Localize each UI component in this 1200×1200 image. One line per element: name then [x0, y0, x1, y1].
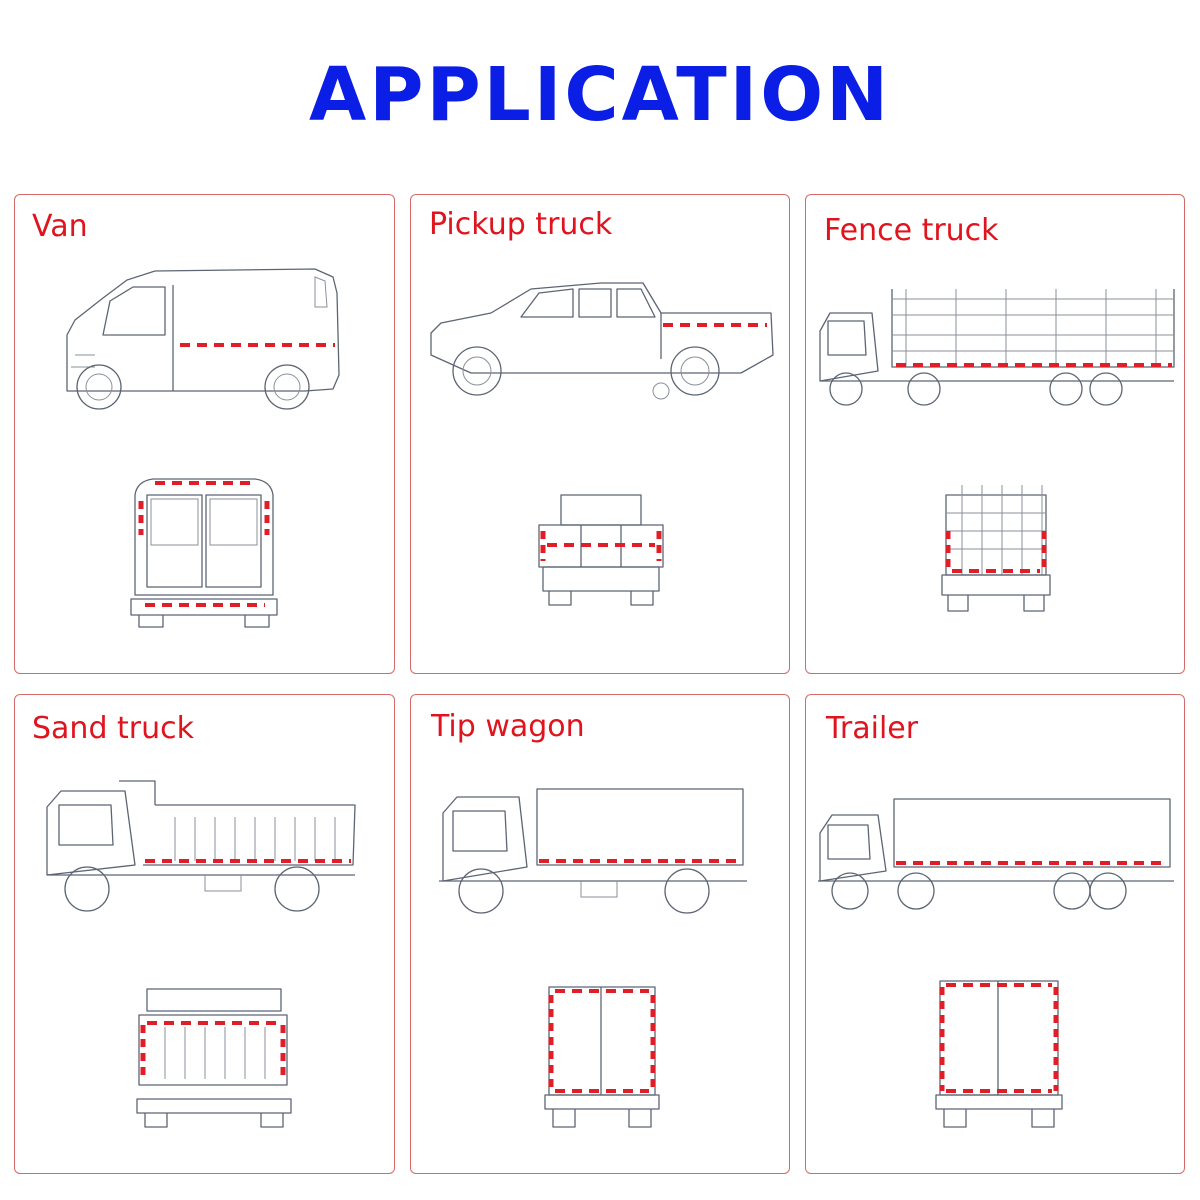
card-tip-wagon: Tip wagon: [410, 694, 790, 1174]
fence-truck-rear-view: [941, 485, 1051, 612]
card-label-tip-wagon: Tip wagon: [431, 709, 585, 744]
sand-truck-icon: [46, 780, 356, 1128]
tip-wagon-rear-view: [544, 986, 660, 1128]
trailer-side-view: [818, 798, 1174, 910]
trailer-icon: [818, 798, 1174, 1128]
page-title: APPLICATION: [308, 52, 892, 138]
tip-wagon-icon: [439, 788, 747, 1128]
van-rear-view: [130, 478, 278, 628]
fence-truck-side-view: [819, 289, 1175, 406]
card-pickup-truck: Pickup truck: [410, 194, 790, 674]
fence-truck-icon: [819, 289, 1175, 612]
pickup-truck-icon: [430, 282, 774, 606]
sand-truck-side-view: [46, 780, 356, 912]
card-trailer: Trailer: [805, 694, 1185, 1174]
pickup-rear-view: [538, 494, 664, 606]
pickup-side-view: [430, 282, 774, 400]
trailer-rear-view: [935, 980, 1063, 1128]
van-side-view: [66, 268, 340, 410]
tip-wagon-side-view: [439, 788, 747, 914]
card-label-trailer: Trailer: [826, 711, 919, 746]
sand-truck-rear-view: [136, 988, 292, 1128]
card-fence-truck: Fence truck: [805, 194, 1185, 674]
card-label-sand-truck: Sand truck: [32, 711, 194, 746]
card-sand-truck: Sand truck: [14, 694, 395, 1174]
card-van: Van: [14, 194, 395, 674]
card-label-pickup-truck: Pickup truck: [429, 207, 613, 242]
card-label-van: Van: [32, 209, 88, 244]
van-icon: [66, 268, 340, 628]
card-label-fence-truck: Fence truck: [824, 213, 999, 248]
